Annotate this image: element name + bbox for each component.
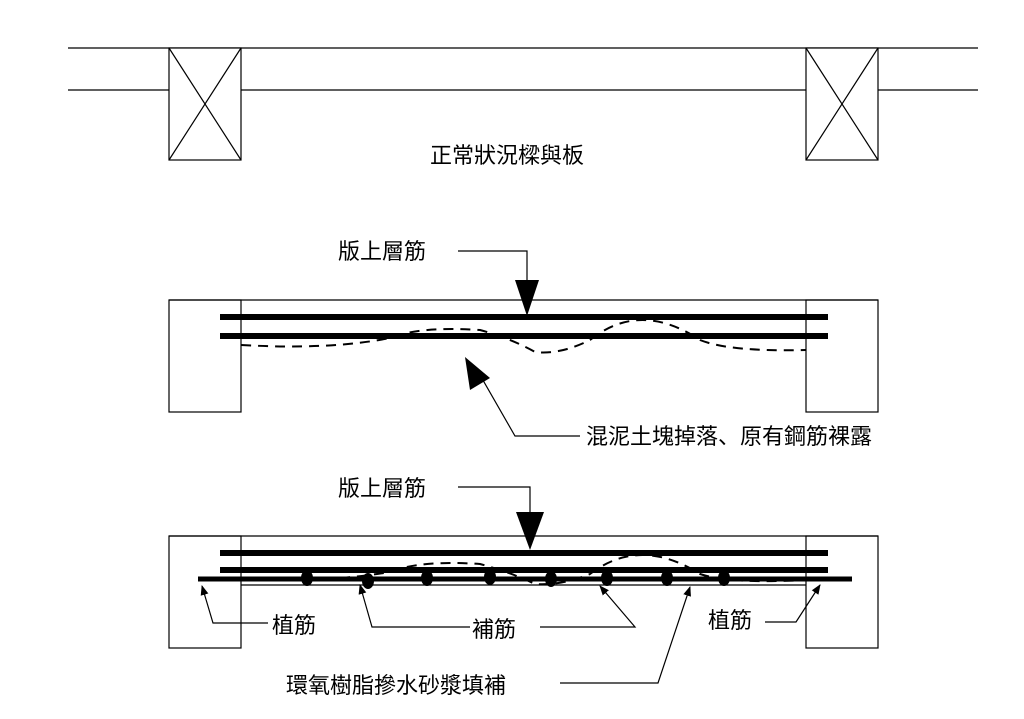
top-rebar-label: 版上層筋 xyxy=(338,240,426,265)
column-right xyxy=(805,47,879,161)
normal-caption: 正常狀況樑與板 xyxy=(430,144,584,169)
column-left xyxy=(168,47,242,161)
added-rebar-label: 補筋 xyxy=(472,618,516,643)
arrow-down-icon xyxy=(515,280,539,316)
dowel-right-label: 植筋 xyxy=(708,609,752,634)
repaired-section xyxy=(168,486,879,684)
damaged-section xyxy=(168,250,879,437)
mortar-label: 環氧樹脂摻水砂漿填補 xyxy=(286,674,506,699)
dowel-left-label: 植筋 xyxy=(272,614,316,639)
added-rebars xyxy=(301,569,730,589)
arrow-up-icon xyxy=(465,357,490,390)
top-rebar-label-2: 版上層筋 xyxy=(338,477,426,502)
normal-section xyxy=(68,47,978,161)
spalling-label: 混泥土塊掉落、原有鋼筋裸露 xyxy=(586,425,872,450)
